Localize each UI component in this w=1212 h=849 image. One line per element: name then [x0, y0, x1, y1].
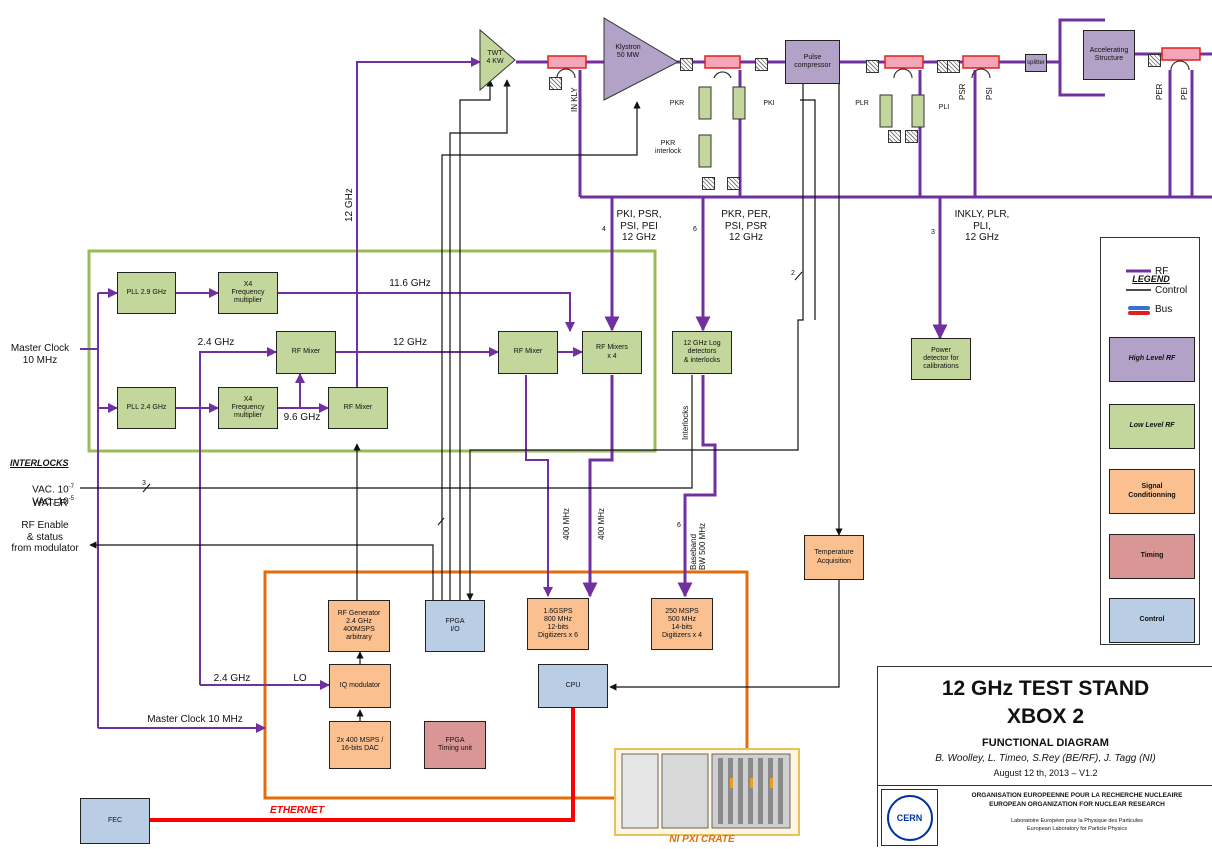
- dac: 2x 400 MSPS / 16-bits DAC: [329, 721, 391, 769]
- bus-group-3: INKLY, PLR, PLI, 12 GHz: [947, 209, 1017, 244]
- org-banner: CERN ORGANISATION EUROPEENNE POUR LA REC…: [878, 785, 1212, 849]
- label-per: PER: [1155, 84, 1164, 100]
- rf-mixer-2: RF Mixer: [498, 331, 558, 374]
- pll-2-4-ghz: PLL 2.4 GHz: [117, 387, 176, 429]
- label-pli: PLI: [934, 104, 954, 112]
- label-psi: PSI: [985, 87, 994, 100]
- x4-multiplier-1: X4 Frequency multiplier: [218, 272, 278, 314]
- klystron-label: Klystron 50 MW: [608, 44, 648, 60]
- iq-modulator: IQ modulator: [329, 664, 391, 708]
- bus-count-6b: 6: [675, 522, 683, 530]
- label-9-6-ghz: 9.6 GHz: [282, 412, 322, 424]
- label-11-6-ghz: 11.6 GHz: [385, 278, 435, 290]
- lab-fr: Laboratoire Européen pour la Physique de…: [942, 818, 1212, 824]
- x4-multiplier-2: X4 Frequency multiplier: [218, 387, 278, 429]
- load-pli-b: [905, 130, 918, 143]
- log-detectors: 12 GHz Log detectors & interlocks: [672, 331, 732, 374]
- rf-generator: RF Generator 2.4 GHz 400MSPS arbitrary: [328, 600, 390, 652]
- bus-count-3: 3: [929, 229, 937, 237]
- label-2-4-ghz: 2.4 GHz: [196, 337, 236, 349]
- legend-control-box: Control: [1109, 598, 1195, 643]
- subtitle: FUNCTIONAL DIAGRAM: [878, 737, 1212, 749]
- fpga-timing-unit: FPGA Timing unit: [424, 721, 486, 769]
- load-inkly: [549, 77, 562, 90]
- label-ethernet: ETHERNET: [262, 805, 332, 817]
- rf-mixer-3: RF Mixer: [328, 387, 388, 429]
- bus-group-2: PKR, PER, PSI, PSR 12 GHz: [716, 209, 776, 244]
- title-block: 12 GHz TEST STAND XBOX 2 FUNCTIONAL DIAG…: [877, 666, 1212, 847]
- label-pei: PEI: [1180, 87, 1189, 100]
- digitizer-1-6-gsps: 1.6GSPS 800 MHz 12-bits Digitizers x 6: [527, 598, 589, 650]
- splitter: splitter: [1025, 54, 1047, 72]
- org-fr: ORGANISATION EUROPEENNE POUR LA RECHERCH…: [942, 792, 1212, 799]
- legend-bus: Bus: [1155, 304, 1172, 316]
- pulse-compressor: Pulse compressor: [785, 40, 840, 84]
- label-lo: LO: [290, 673, 310, 685]
- load-plr: [866, 60, 879, 73]
- bus-count-3b: 3: [140, 480, 148, 488]
- water: WATER: [25, 498, 75, 510]
- legend-low-level-rf: Low Level RF: [1109, 404, 1195, 449]
- legend-swatches: [1101, 238, 1201, 318]
- rf-mixer-1: RF Mixer: [276, 331, 336, 374]
- label-interlocks-vertical: Interlocks: [681, 406, 690, 440]
- load-plr-b: [888, 130, 901, 143]
- label-in-kly: IN KLY: [570, 87, 579, 112]
- label-ni-pxi-crate: NI PXI CRATE: [652, 834, 752, 846]
- fpga-io: FPGA I/O: [425, 600, 485, 652]
- cern-logo: CERN: [881, 789, 938, 846]
- load-psr: [947, 60, 960, 73]
- legend-high-level-rf: High Level RF: [1109, 337, 1195, 382]
- rf-enable-label: RF Enable & status from modulator: [5, 520, 85, 555]
- label-plr: PLR: [852, 100, 872, 108]
- legend-timing: Timing: [1109, 534, 1195, 579]
- label-400-mhz-a: 400 MHz: [562, 508, 571, 540]
- load-psi: [1148, 54, 1161, 67]
- power-detector: Power detector for calibrations: [911, 338, 971, 380]
- date-version: August 12 th, 2013 – V1.2: [878, 768, 1212, 778]
- load-pki-b: [727, 177, 740, 190]
- fec: FEC: [80, 798, 150, 844]
- label-master-clock: Master Clock 10 MHz: [2, 343, 78, 366]
- cpu: CPU: [538, 664, 608, 708]
- bus-group-1: PKI, PSR, PSI, PEI 12 GHz: [614, 209, 664, 244]
- temperature-acquisition: Temperature Acquisition: [804, 535, 864, 580]
- legend-control: Control: [1155, 285, 1187, 297]
- bus-count-6: 6: [691, 226, 699, 234]
- legend: LEGEND RF Control Bus High Level RF Low …: [1100, 237, 1200, 645]
- bus-count-4: 4: [600, 226, 608, 234]
- rf-mixers-x4: RF Mixers x 4: [582, 331, 642, 374]
- label-400-mhz-b: 400 MHz: [597, 508, 606, 540]
- rf-bus-drops: [590, 197, 940, 596]
- legend-rf: RF: [1155, 266, 1168, 278]
- title-line-2: XBOX 2: [878, 705, 1212, 729]
- label-2-4-ghz-lo: 2.4 GHz: [212, 673, 252, 685]
- accelerating-structure: Accelerating Structure: [1083, 30, 1135, 80]
- interlocks-title: INTERLOCKS: [10, 458, 69, 468]
- ni-pxi-crate-picture: [614, 748, 800, 836]
- load-pkr-interlock: [702, 177, 715, 190]
- bus-count-2: 2: [789, 270, 797, 278]
- pll-2-9-ghz: PLL 2.9 GHz: [117, 272, 176, 314]
- legend-signal-conditioning: Signal Conditionning: [1109, 469, 1195, 514]
- label-master-clock-2: Master Clock 10 MHz: [140, 714, 250, 726]
- label-psr: PSR: [958, 84, 967, 100]
- directional-couplers: [699, 87, 924, 167]
- label-12ghz-vertical: 12 GHz: [344, 188, 355, 222]
- label-baseband: Baseband BW 500 MHz: [690, 510, 708, 570]
- org-en: EUROPEAN ORGANIZATION FOR NUCLEAR RESEAR…: [942, 801, 1212, 808]
- authors: B. Woolley, L. Timeo, S.Rey (BE/RF), J. …: [878, 753, 1212, 764]
- cern-logo-mark: CERN: [887, 795, 933, 841]
- load-pkr: [680, 58, 693, 71]
- load-pki: [755, 58, 768, 71]
- title-line-1: 12 GHz TEST STAND: [878, 677, 1212, 701]
- twt-label: TWT 4 KW: [480, 50, 510, 66]
- label-pki: PKI: [759, 100, 779, 108]
- digitizer-250-msps: 250 MSPS 500 MHz 14-bits Digitizers x 4: [651, 598, 713, 650]
- label-pkr-interlock: PKR interlock: [653, 140, 683, 156]
- lab-en: European Laboratory for Particle Physics: [942, 826, 1212, 832]
- label-pkr: PKR: [667, 100, 687, 108]
- label-12-ghz: 12 GHz: [390, 337, 430, 349]
